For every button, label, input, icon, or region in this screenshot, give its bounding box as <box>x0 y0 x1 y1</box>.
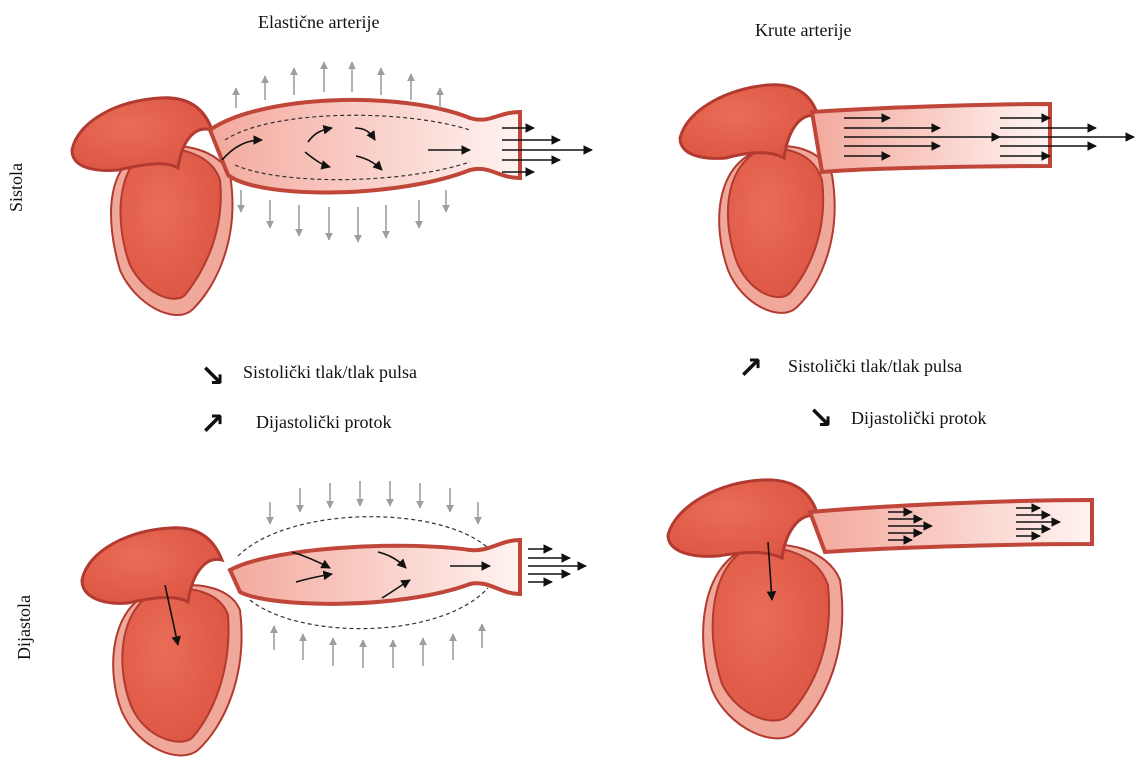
elastic-artery-recoiled <box>230 517 520 629</box>
row-label-systole: Sistola <box>6 163 27 212</box>
arrow-down-right-icon: ↘ <box>200 362 225 392</box>
stiff-systolic-pressure-label: Sistolički tlak/tlak pulsa <box>788 356 962 377</box>
panel-elastic-diastole <box>82 481 586 755</box>
heart <box>82 528 242 756</box>
column-title-stiff: Krute arterije <box>755 20 851 41</box>
arrow-down-right-icon: ↘ <box>808 404 833 434</box>
column-title-elastic: Elastične arterije <box>258 12 379 33</box>
row-label-diastole: Dijastola <box>14 595 35 660</box>
panel-elastic-systole <box>72 62 592 315</box>
panel-stiff-systole <box>680 85 1134 313</box>
stiff-artery <box>810 500 1092 552</box>
stiff-artery <box>812 104 1050 172</box>
arrow-up-right-icon: ↗ <box>200 410 225 440</box>
elastic-artery-expanded <box>210 100 520 193</box>
elastic-systolic-pressure-label: Sistolički tlak/tlak pulsa <box>243 362 417 383</box>
elastic-diastolic-flow-label: Dijastolički protok <box>256 412 391 433</box>
arrow-up-right-icon: ↗ <box>738 354 763 384</box>
stiff-diastolic-flow-label: Dijastolički protok <box>851 408 986 429</box>
panel-stiff-diastole <box>668 480 1092 739</box>
